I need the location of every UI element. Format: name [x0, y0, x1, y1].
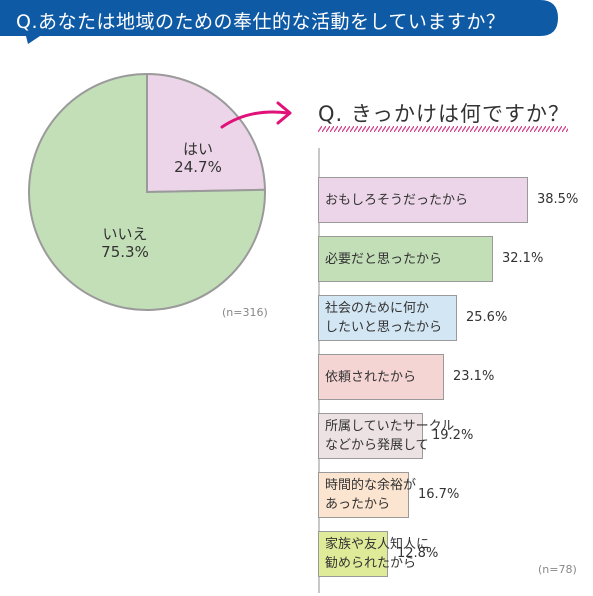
bar-value-1: 38.5% [537, 192, 579, 207]
bar-sample-size: (n=78) [538, 563, 577, 576]
bar-label-7: 家族や友人知人に 勧められたから [325, 537, 430, 571]
bar-3 [318, 295, 457, 341]
bar-label-1: おもしろそうだったから [325, 192, 469, 208]
bar-1 [318, 177, 528, 223]
pie-slice-yes [146, 72, 266, 194]
bar-6 [318, 472, 409, 518]
bar-label-3: 社会のために何か したいと思ったから [325, 301, 443, 335]
banner-bubble [0, 0, 558, 44]
pie-sample-size: (n=316) [222, 306, 268, 319]
bar-value-5: 19.2% [432, 428, 474, 443]
pie-label-yes-value: 24.7% [174, 158, 222, 176]
pie-label-no-name: いいえ [102, 225, 148, 243]
bar-value-4: 23.1% [453, 369, 495, 384]
bar-label-2: 必要だと思ったから [325, 251, 443, 267]
bar-label-5: 所属していたサークル などから発展して [325, 419, 455, 453]
bar-label-6: 時間的な余裕が あったから [325, 478, 417, 512]
bar-4 [318, 354, 444, 400]
bar-value-3: 25.6% [466, 310, 508, 325]
bar-value-2: 32.1% [502, 251, 544, 266]
bar-5 [318, 413, 423, 459]
bar-2 [318, 236, 493, 282]
bar-value-7: 12.8% [397, 546, 439, 561]
question-banner: Q.あなたは地域のための奉仕的な活動をしていますか？ [0, 0, 560, 44]
pie-slice-no [28, 72, 266, 311]
pie-label-no-value: 75.3% [101, 243, 149, 261]
pie-chart [28, 72, 266, 311]
question-1-text: Q.あなたは地域のための奉仕的な活動をしていますか？ [16, 11, 506, 33]
pie-label-yes: はい 24.7% [168, 140, 228, 176]
question-2-text: Q. きっかけは何ですか？ [318, 102, 571, 126]
pie-label-no: いいえ 75.3% [90, 225, 160, 261]
bar-7 [318, 531, 388, 577]
question-2-underline [318, 126, 568, 132]
bar-label-4: 依頼されたから [325, 369, 417, 385]
pie-label-yes-name: はい [182, 140, 213, 158]
bar-value-6: 16.7% [418, 487, 460, 502]
